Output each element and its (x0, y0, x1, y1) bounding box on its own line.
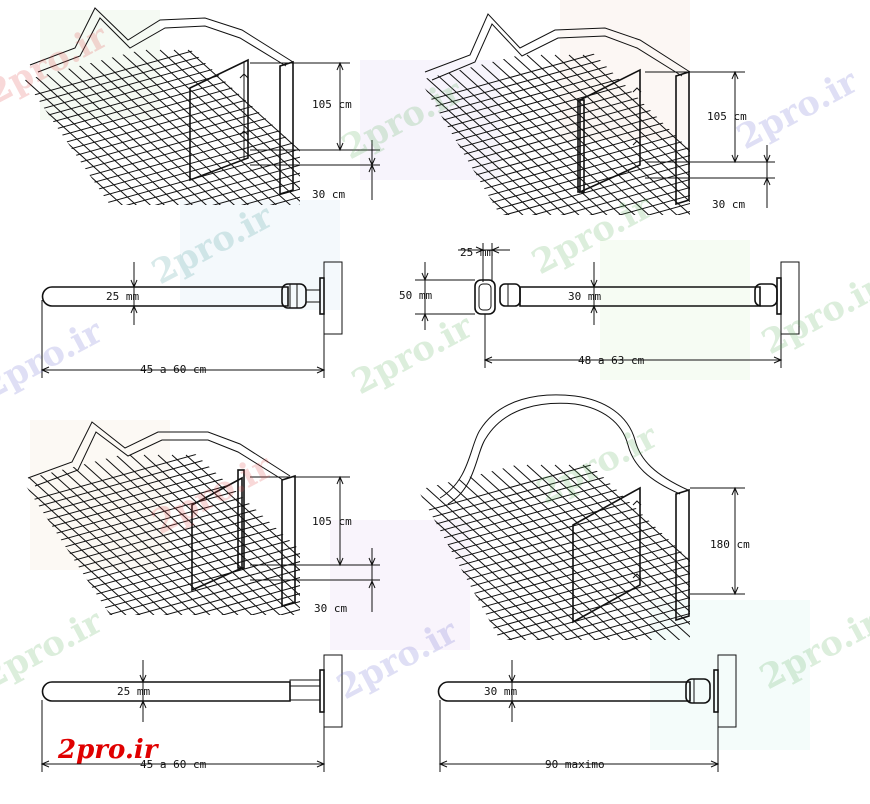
section-4-plan: 30 mm 90 maximo (437, 654, 737, 772)
section-1-plan: 25 mm 45 a 60 cm (40, 261, 343, 378)
site-logo: 2pro.ir (57, 735, 160, 765)
section-3-plan: 25 mm 45 a 60 cm (40, 654, 343, 772)
section-2-plan: 25 mm 50 mm 30 mm 48 a 63 cm (399, 243, 800, 368)
section-2-grip-label: 50 mm (399, 289, 432, 302)
panel-2-bottom-label: 30 cm (712, 198, 745, 211)
section-3-thickness-label: 25 mm (117, 685, 150, 698)
section-2-gap-label: 25 mm (460, 246, 493, 259)
panel-3-bottom-label: 30 cm (314, 602, 347, 615)
panel-1-bottom-label: 30 cm (312, 188, 345, 201)
section-4-length-label: 90 maximo (545, 758, 605, 771)
section-3-length-label: 45 a 60 cm (140, 758, 207, 771)
section-4-thickness-label: 30 mm (484, 685, 517, 698)
panel-1-height-label: 105 cm (312, 98, 352, 111)
section-1-length-label: 45 a 60 cm (140, 363, 207, 376)
panel-2-height-label: 105 cm (707, 110, 747, 123)
section-2-thickness-label: 30 mm (568, 290, 601, 303)
panel-4-height-label: 180 cm (710, 538, 750, 551)
panel-3-height-label: 105 cm (312, 515, 352, 528)
section-1-thickness-label: 25 mm (106, 290, 139, 303)
section-2-length-label: 48 a 63 cm (578, 354, 645, 367)
